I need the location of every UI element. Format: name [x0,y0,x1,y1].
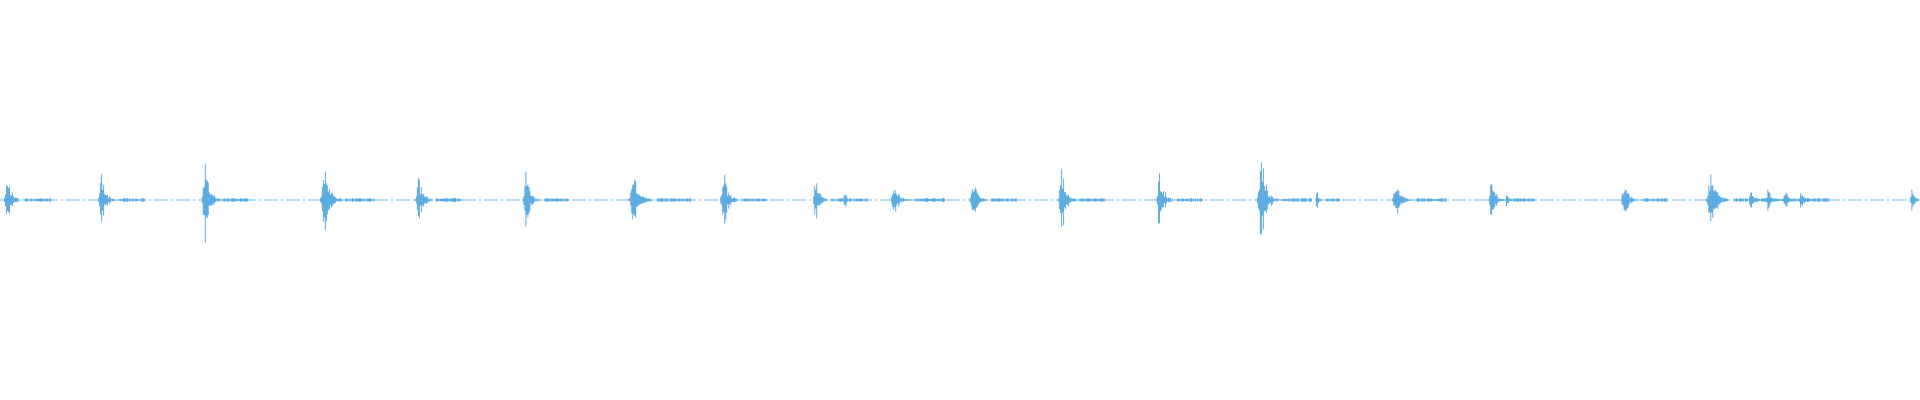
waveform-burst [843,194,868,207]
waveform-burst-samples [1156,173,1203,224]
waveform-burst [414,178,462,219]
waveform-burst-samples [1058,168,1106,227]
waveform-burst [1256,162,1312,235]
waveform-burst [1314,192,1340,208]
waveform-burst-samples [1256,162,1312,235]
waveform-burst-samples [4,185,51,214]
waveform-burst-samples [1314,192,1340,208]
waveform-burst-samples [1705,174,1768,221]
waveform-burst-samples [843,194,868,207]
waveform-burst [628,179,691,220]
waveform-burst [319,171,375,230]
waveform-burst [1156,173,1203,224]
waveform-burst [1392,189,1447,214]
waveform-burst [1620,189,1668,211]
waveform-burst-samples [720,174,768,224]
waveform-burst-samples [98,174,146,222]
waveform-burst-samples [1392,189,1447,214]
waveform-burst-samples [414,178,462,219]
waveform-burst-samples [319,171,375,230]
waveform-burst-samples [201,163,249,244]
waveform-burst-samples [969,187,1017,212]
waveform-burst [890,190,946,212]
waveform-burst [1799,193,1830,208]
waveform-burst [1505,195,1530,206]
waveform-burst-samples [522,171,570,227]
waveform-burst [1058,168,1106,227]
waveform-burst [1705,174,1768,221]
waveform-burst [98,174,146,222]
waveform-burst-samples [890,190,946,212]
waveform-burst [969,187,1017,212]
waveform-burst [720,174,768,224]
waveform-burst-samples [1799,193,1830,208]
waveform-burst [4,185,51,214]
waveform-burst [201,163,249,244]
waveform-burst-samples [1505,195,1530,206]
waveform-burst-samples [628,179,691,220]
waveform-burst [522,171,570,227]
waveform-burst-samples [1620,189,1668,211]
